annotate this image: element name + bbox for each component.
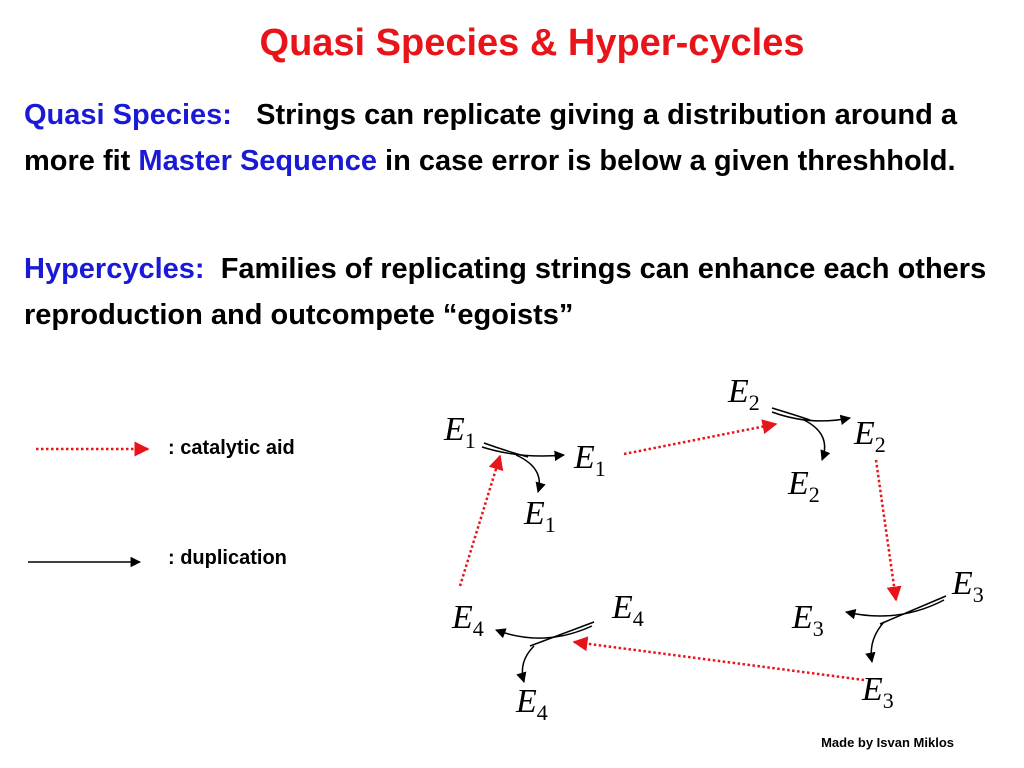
- e1-copy-arrow: [515, 454, 546, 494]
- quasi-species-heading: Quasi Species:: [24, 99, 232, 131]
- e1-replication-unit: [481, 442, 566, 494]
- catalytic-arrow-e2-to-e3: [874, 459, 902, 602]
- master-sequence-term: Master Sequence: [138, 145, 377, 177]
- e2-duplication-arrow: [771, 411, 852, 425]
- e4-replication-unit: [495, 621, 595, 684]
- e1-duplication-arrow: [481, 446, 566, 462]
- e3-copy-arrow: [865, 621, 885, 664]
- quasi-species-text-end: in case error is below a given threshhol…: [385, 145, 956, 177]
- e1-master-label: E1: [573, 439, 606, 481]
- e4-template-strand: [529, 621, 595, 647]
- legend-catalytic-label: : catalytic aid: [168, 437, 295, 459]
- e1-copy-label: E1: [523, 495, 556, 537]
- author-credit: Made by Isvan Miklos: [821, 735, 954, 750]
- quasi-species-text: Strings can replicate giving a distribut…: [24, 99, 958, 177]
- e3-master-label: E3: [791, 599, 824, 641]
- e3-copy-label: E3: [861, 671, 894, 713]
- e4-template-label: E4: [611, 589, 644, 631]
- slide-title: Quasi Species & Hyper-cycles: [259, 22, 805, 64]
- node-labels: E1 E1 E1 E2 E2 E2 E3 E3 E3 E4 E4 E4: [443, 373, 984, 725]
- hypercycles-heading: Hypercycles:: [24, 253, 205, 285]
- e4-copy-label: E4: [515, 683, 548, 725]
- quasi-species-paragraph: Quasi Species: Strings can replicate giv…: [24, 92, 1004, 184]
- e3-template-label: E3: [951, 565, 984, 607]
- catalytic-cycle: [458, 419, 902, 682]
- hypercycles-paragraph: Hypercycles: Families of replicating str…: [24, 246, 1004, 338]
- catalytic-arrow-e3-to-e4: [572, 636, 865, 682]
- e2-copy-arrow: [803, 419, 831, 461]
- legend: [28, 441, 150, 568]
- e3-template-strand: [879, 595, 947, 625]
- e3-duplication-arrow: [844, 599, 945, 620]
- legend-duplication-label: : duplication: [168, 547, 287, 569]
- e2-template-strand: [771, 407, 811, 421]
- catalytic-arrow-e1-to-e2: [623, 419, 778, 456]
- e2-template-label: E2: [727, 373, 760, 415]
- catalytic-arrow-e4-to-e1: [458, 454, 504, 587]
- e3-replication-unit: [844, 595, 947, 664]
- e4-master-label: E4: [451, 599, 484, 641]
- e4-duplication-arrow: [495, 625, 593, 639]
- e4-copy-arrow: [516, 645, 535, 684]
- e1-template-label: E1: [443, 411, 476, 453]
- hypercycles-text: Families of replicating strings can enha…: [24, 253, 987, 331]
- e2-master-label: E2: [853, 415, 886, 457]
- e2-copy-label: E2: [787, 465, 820, 507]
- e2-replication-unit: [771, 407, 852, 461]
